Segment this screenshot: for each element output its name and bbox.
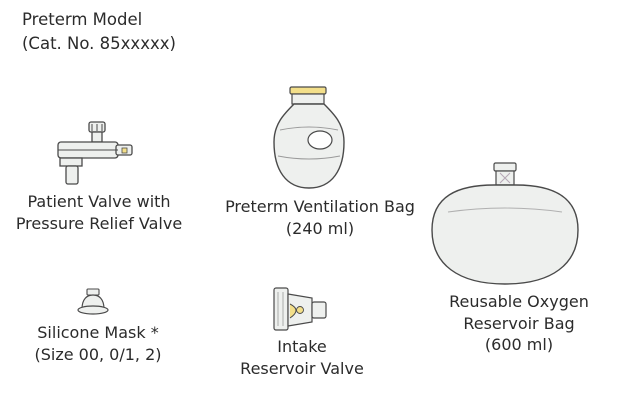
label-intake-valve: Intake Reservoir Valve xyxy=(226,336,378,379)
patient-valve-line-1: Patient Valve with xyxy=(27,192,171,211)
mask-line-2: (Size 00, 0/1, 2) xyxy=(34,344,162,364)
patient-valve-illustration xyxy=(57,121,133,185)
patient-valve-line-2: Pressure Relief Valve xyxy=(15,213,183,233)
title-line-2: (Cat. No. 85xxxxx) xyxy=(22,33,176,53)
title-line-1: Preterm Model xyxy=(22,10,143,29)
oxygen-bag-illustration xyxy=(431,162,579,285)
oxygen-bag-line-2: Reservoir Bag xyxy=(463,313,575,333)
label-silicone-mask: Silicone Mask * (Size 00, 0/1, 2) xyxy=(12,322,184,365)
label-patient-valve: Patient Valve with Pressure Relief Valve xyxy=(2,191,196,234)
diagram-title: Preterm Model (Cat. No. 85xxxxx) xyxy=(22,8,176,56)
label-oxygen-bag: Reusable Oxygen Reservoir Bag (600 ml) xyxy=(432,291,606,356)
ventilation-bag-line-2: (240 ml) xyxy=(285,218,355,238)
ventilation-bag-illustration xyxy=(273,86,345,189)
ventilation-bag-line-1: Preterm Ventilation Bag xyxy=(225,197,415,216)
intake-valve-illustration xyxy=(273,287,327,331)
label-ventilation-bag: Preterm Ventilation Bag (240 ml) xyxy=(212,196,428,239)
oxygen-bag-line-1: Reusable Oxygen xyxy=(449,292,589,311)
silicone-mask-illustration xyxy=(77,288,109,315)
oxygen-bag-line-3: (600 ml) xyxy=(484,335,554,355)
mask-line-1: Silicone Mask * xyxy=(37,323,159,342)
intake-line-2: Reservoir Valve xyxy=(240,358,364,378)
intake-line-1: Intake xyxy=(277,337,327,356)
